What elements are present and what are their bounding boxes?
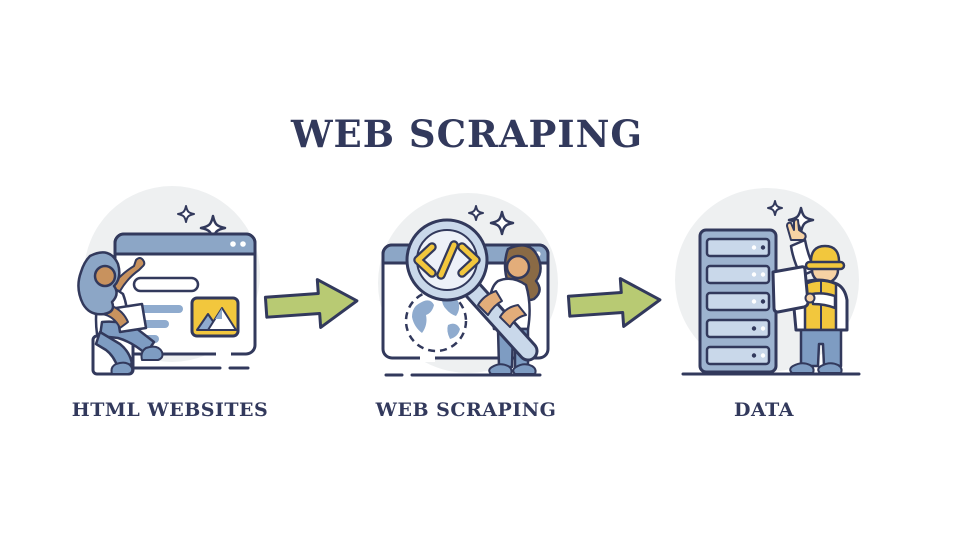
shoe <box>512 363 537 375</box>
tablet-icon <box>771 265 810 314</box>
page-title: WEB SCRAPING <box>290 112 644 156</box>
search-bar <box>132 276 200 293</box>
sparkles-icon <box>468 205 515 236</box>
hard-hat-icon <box>809 244 841 266</box>
face <box>93 264 117 288</box>
html-websites-illustration <box>77 186 260 376</box>
stage-label-web-scraping: WEB SCRAPING <box>375 399 557 421</box>
web-scraping-illustration <box>378 193 558 377</box>
magnifier-icon <box>405 218 539 362</box>
arm <box>477 290 503 316</box>
data-illustration <box>675 188 861 376</box>
arrow-right-icon <box>566 277 662 328</box>
shoe <box>789 362 815 374</box>
shoe <box>110 361 134 375</box>
worker-person <box>771 218 849 374</box>
image-icon <box>190 296 240 338</box>
hand <box>804 292 816 304</box>
arm <box>499 304 527 328</box>
arrow-right-icon <box>263 278 359 329</box>
sitting-person <box>77 251 164 376</box>
shoe <box>817 362 843 374</box>
code-icon <box>413 240 481 280</box>
raised-hand <box>786 218 807 241</box>
arm <box>810 292 837 310</box>
shoe <box>488 363 513 375</box>
stage-label-html-websites: HTML WEBSITES <box>71 399 269 421</box>
globe-icon <box>404 289 468 353</box>
server-rack-icon <box>698 228 778 374</box>
face <box>505 254 531 280</box>
shoe <box>140 345 164 361</box>
stage-label-data: DATA <box>733 399 795 421</box>
